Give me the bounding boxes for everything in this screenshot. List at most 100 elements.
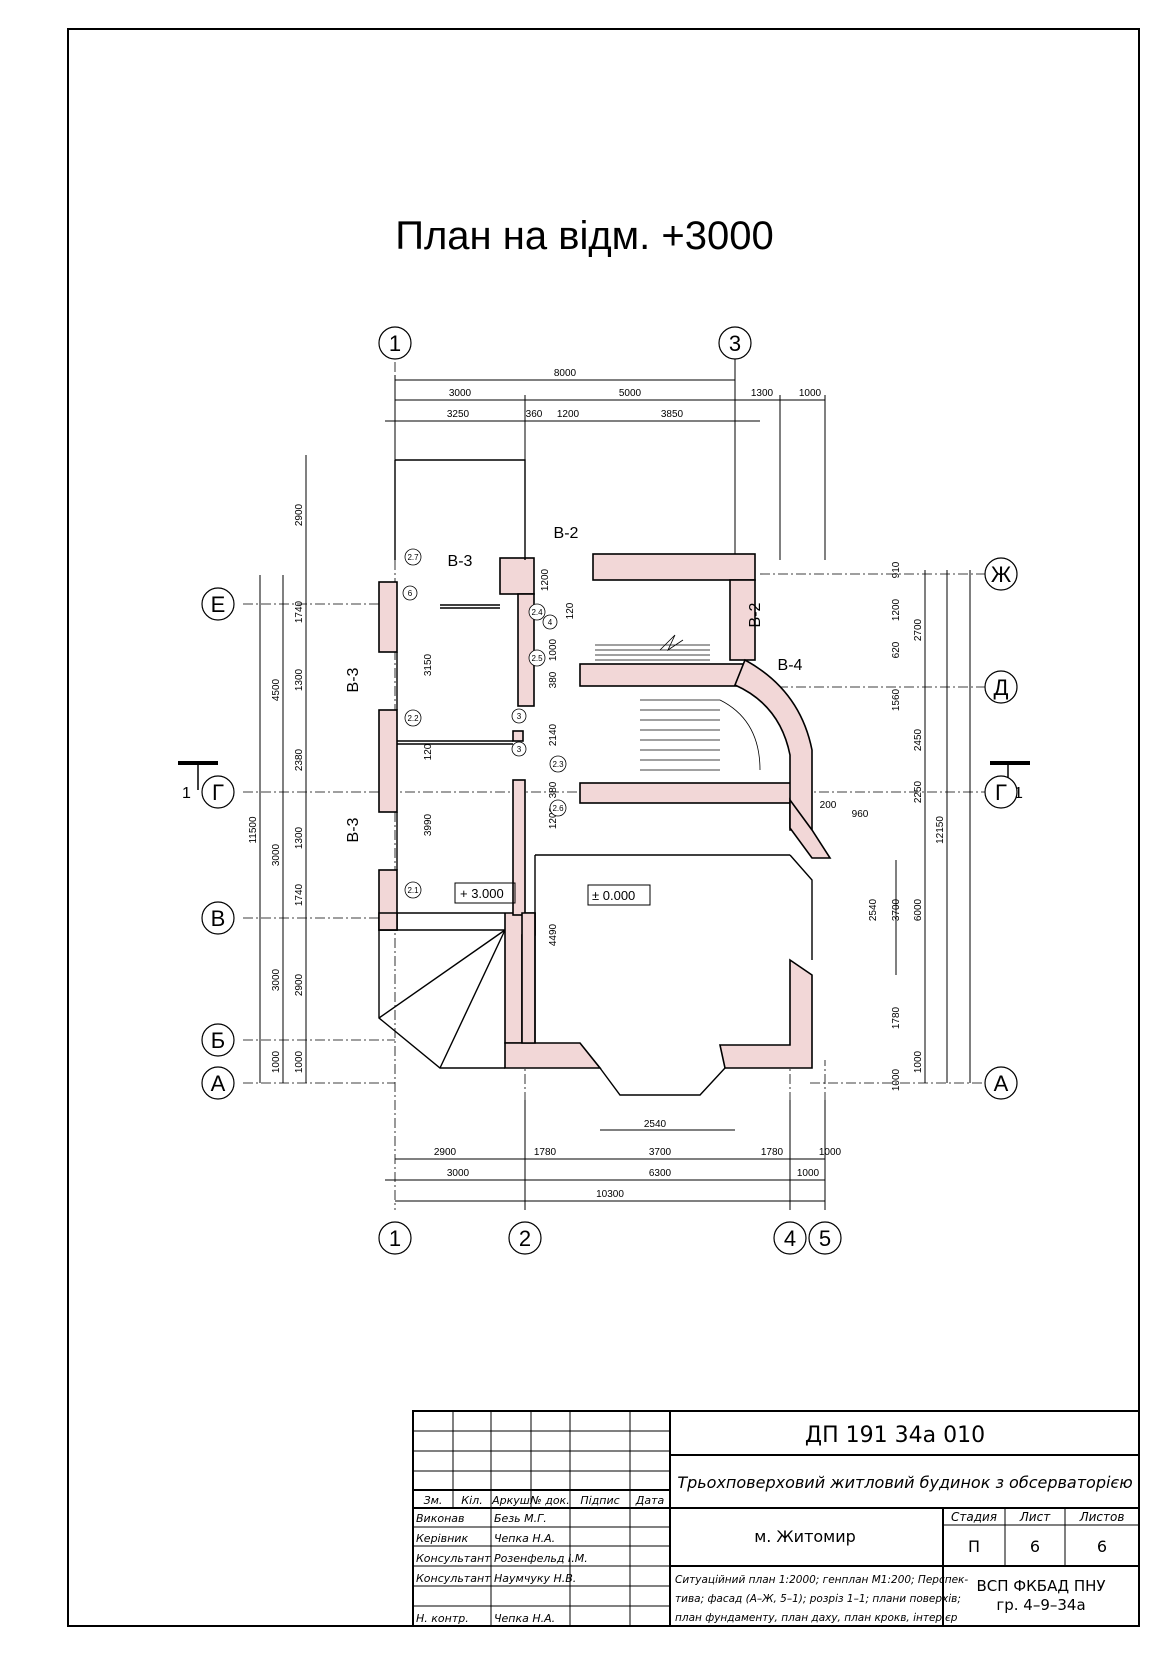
drawing-title: План на відм. +3000 [395, 214, 774, 258]
dim-top-total: 8000 [554, 368, 577, 379]
tb-project: Трьохповерховий житловий будинок з обсер… [677, 1473, 1132, 1492]
tb-stage-value-0: П [968, 1537, 980, 1556]
dim-left-inner-4: 1300 [294, 826, 305, 849]
tb-name-4: Чепка Н.А. [494, 1612, 555, 1625]
dim-bot-total: 10300 [596, 1189, 624, 1200]
dim-interior-9: 1200 [548, 806, 559, 829]
dim-right-inner-4: 3700 [891, 898, 902, 921]
axis-left-1-label: Г [212, 780, 224, 805]
dim-top-r1-3: 1000 [799, 388, 822, 399]
dim-right-inner-1: 1200 [891, 598, 902, 621]
dim-right-mid-2: 2250 [913, 780, 924, 803]
dim-bot-r2-1: 6300 [649, 1168, 672, 1179]
dim-top-r2-3: 3850 [661, 409, 684, 420]
axis-bottom-2-circle [773, 1221, 807, 1255]
tb-name-2: Розенфельд І.М. [494, 1552, 588, 1565]
axis-left-1-circle [201, 775, 235, 809]
dim-interior-1: 120 [423, 743, 434, 760]
tb-role-4: Н. контр. [416, 1612, 469, 1625]
dim-bay-small-0: 200 [820, 800, 837, 811]
tb-org-1: гр. 4–9–34а [996, 1596, 1085, 1614]
tb-header-3: № док. [529, 1494, 569, 1507]
dim-left-inner-6: 2900 [294, 973, 305, 996]
room-label-0: 2.7 [407, 553, 419, 562]
dim-right-inner-5: 1780 [891, 1006, 902, 1029]
dim-interior-4: 120 [565, 602, 576, 619]
axis-left-3-label: Б [211, 1028, 225, 1053]
tb-role-0: Виконав [416, 1512, 465, 1525]
dim-top-r2-1: 360 [526, 409, 543, 420]
tb-stage-value-2: 6 [1097, 1537, 1107, 1556]
axis-bottom-3-label: 5 [819, 1226, 831, 1251]
axis-left-3-circle [201, 1023, 235, 1057]
level-box-floor [454, 882, 516, 904]
dim-right-mid-4: 1000 [913, 1050, 924, 1073]
room-marker-1 [528, 603, 546, 621]
dim-right-outer: 12150 [935, 816, 946, 844]
tb-role-1: Керівник [416, 1532, 468, 1545]
room-marker-5 [549, 799, 567, 817]
level-box-ground [587, 884, 651, 906]
room-label-6: 2.1 [407, 886, 419, 895]
dim-interior-8: 380 [548, 781, 559, 798]
axis-left-0-label: Е [211, 592, 226, 617]
tb-header-1: Кіл. [461, 1494, 482, 1507]
tb-city: м. Житомир [754, 1527, 856, 1546]
axis-right-2-circle [984, 775, 1018, 809]
dim-left-mid-2: 3000 [271, 968, 282, 991]
dim-interior-7: 2140 [548, 723, 559, 746]
axis-top-1-label: 3 [729, 331, 741, 356]
dim-left-mid-1: 3000 [271, 843, 282, 866]
window-label-4: В-3 [345, 667, 362, 692]
window-label-0: В-3 [448, 553, 473, 570]
window-label-5: В-3 [345, 817, 362, 842]
dim-interior-10: 4490 [548, 923, 559, 946]
dim-right-inner-2: 620 [891, 641, 902, 658]
dim-bot-r1-0: 2900 [434, 1147, 457, 1158]
tb-name-1: Чепка Н.А. [494, 1532, 555, 1545]
dim-top-r2-2: 1200 [557, 409, 580, 420]
room-marker-6 [404, 881, 422, 899]
door-marker-0 [402, 585, 418, 601]
door-marker-3 [511, 741, 527, 757]
room-label-4: 2.3 [552, 760, 564, 769]
axis-right-2-label: Г [995, 780, 1007, 805]
axis-bottom-1-circle [508, 1221, 542, 1255]
axis-right-1-circle [984, 670, 1018, 704]
dim-bot-r1-4: 1000 [819, 1147, 842, 1158]
dim-left-mid-3: 1000 [271, 1050, 282, 1073]
tb-stage-header-2: Листов [1079, 1510, 1125, 1524]
dim-bot-r2-2: 1000 [797, 1168, 820, 1179]
tb-name-3: Наумчуку Н.В. [494, 1572, 576, 1585]
tb-header-4: Підпис [580, 1494, 619, 1507]
plan-labels: В-3В-2В-2В-4В-3В-32.72.42.52.22.32.62.16… [345, 525, 803, 899]
title-block [412, 1410, 1140, 1627]
dimension-lines [259, 355, 971, 1210]
dim-top-r1-0: 3000 [449, 388, 472, 399]
tb-role-3: Консультант [416, 1572, 491, 1585]
dim-interior-5: 1000 [548, 638, 559, 661]
room-label-5: 2.6 [552, 804, 564, 813]
door-label-3: 3 [517, 745, 522, 754]
tb-role-2: Консультант [416, 1552, 491, 1565]
level-floor: + 3.000 [460, 886, 504, 901]
door-label-0: 6 [408, 589, 413, 598]
window-label-1: В-2 [554, 525, 579, 542]
axis-top-1-circle [718, 326, 752, 360]
section-label-right: 1 [1014, 785, 1023, 802]
axis-bottom-2-label: 4 [784, 1226, 796, 1251]
dim-right-bay: 2540 [868, 898, 879, 921]
dim-left-outer: 11500 [248, 816, 259, 844]
level-ground: ± 0.000 [592, 888, 635, 903]
axis-right-3-circle [984, 1066, 1018, 1100]
axis-top-0-circle [378, 326, 412, 360]
axis-left-0-circle [201, 587, 235, 621]
dim-bot-r2-0: 3000 [447, 1168, 470, 1179]
tb-name-0: Безь М.Г. [494, 1512, 547, 1525]
section-marks: 1 1 [178, 761, 1030, 802]
tb-header-0: Зм. [424, 1494, 443, 1507]
dim-right-mid-3: 6000 [913, 898, 924, 921]
tb-contents-1: тива; фасад (А–Ж, 5–1); розріз 1–1; план… [675, 1593, 961, 1605]
dim-right-inner-6: 1000 [891, 1068, 902, 1091]
